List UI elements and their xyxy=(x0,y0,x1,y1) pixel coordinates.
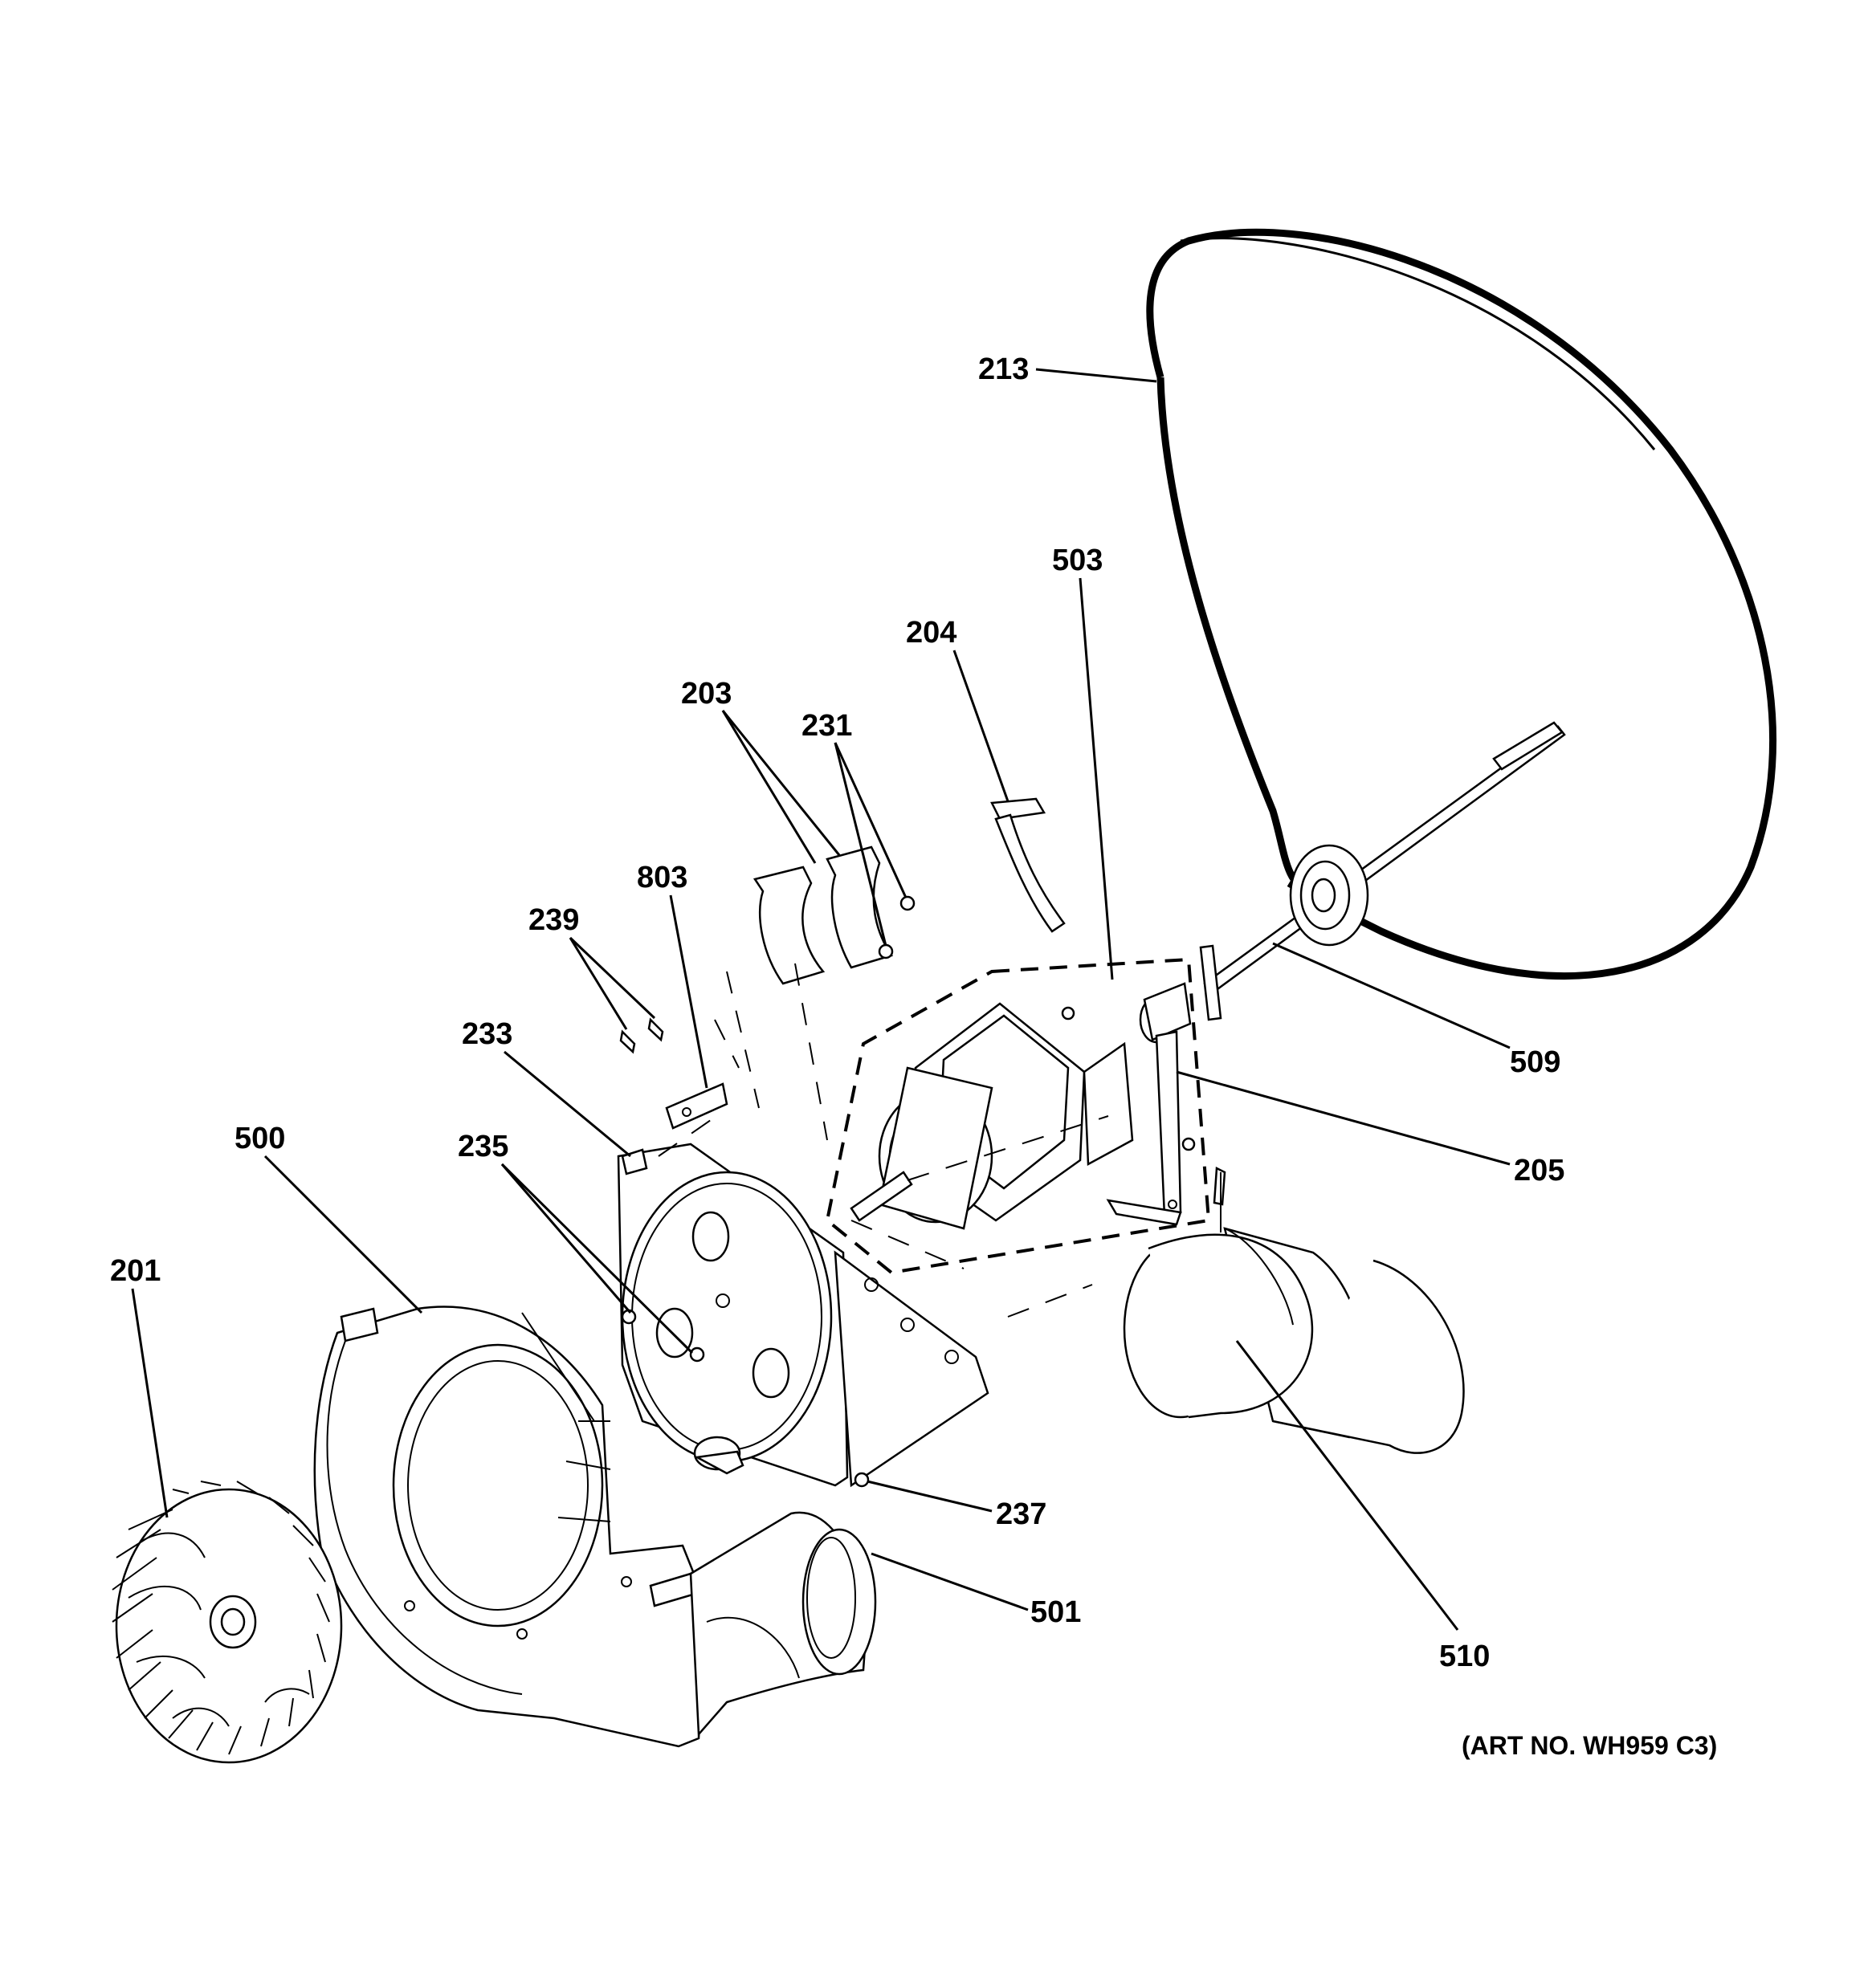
exhaust-duct-part-510[interactable] xyxy=(1123,1227,1465,1454)
callout-803: 803 xyxy=(637,861,687,894)
callout-500: 500 xyxy=(235,1122,285,1155)
callout-501: 501 xyxy=(1030,1595,1081,1629)
blower-housing-plate-part-233[interactable] xyxy=(617,1143,989,1488)
leader-lines xyxy=(131,368,1511,1631)
motor-shaft-part-509[interactable] xyxy=(1199,721,1566,1021)
callout-239: 239 xyxy=(528,903,579,937)
art-number: (ART NO. WH959 C3) xyxy=(1462,1731,1717,1760)
blower-wheel-part-201[interactable] xyxy=(112,1481,343,1764)
callout-205: 205 xyxy=(1514,1154,1564,1188)
pin-part-239[interactable] xyxy=(619,1017,664,1054)
motor-bracket-part-205[interactable] xyxy=(1106,1030,1226,1226)
callout-231: 231 xyxy=(801,709,852,743)
assembly-guide-lines xyxy=(658,963,1222,1318)
callout-203: 203 xyxy=(681,677,732,711)
callout-503: 503 xyxy=(1052,544,1103,577)
callout-213: 213 xyxy=(978,352,1029,386)
callout-235: 235 xyxy=(458,1130,508,1163)
thermostat-part xyxy=(693,1436,744,1475)
callout-204: 204 xyxy=(906,616,956,650)
callout-233: 233 xyxy=(462,1017,512,1051)
screw-part-231[interactable] xyxy=(878,895,916,959)
duct-part-501[interactable] xyxy=(689,1511,877,1737)
callout-201: 201 xyxy=(110,1254,161,1288)
callout-labels: 213 503 204 203 231 803 239 233 500 235 … xyxy=(110,352,1717,1760)
blower-housing-part-500[interactable] xyxy=(313,1306,708,1748)
bearing-clip-part-203[interactable] xyxy=(753,845,893,985)
callout-509: 509 xyxy=(1510,1045,1560,1079)
bracket-part-803[interactable] xyxy=(665,1082,728,1130)
motor-assembly-part-503[interactable] xyxy=(825,957,1211,1275)
callout-237: 237 xyxy=(996,1497,1046,1531)
drive-belt-part-213[interactable] xyxy=(1146,228,1776,980)
screw-part-237[interactable] xyxy=(854,1472,870,1488)
callout-510: 510 xyxy=(1439,1640,1490,1673)
clip-part-204[interactable] xyxy=(990,797,1066,933)
